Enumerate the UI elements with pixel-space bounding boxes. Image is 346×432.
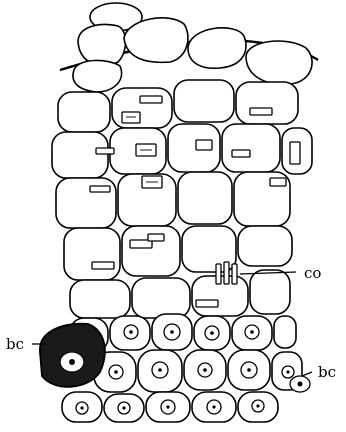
cell (238, 226, 292, 266)
bc-right-leader-line (302, 372, 312, 376)
cell (78, 25, 126, 66)
cortex-cells (52, 80, 312, 318)
epidermal-cells (73, 3, 312, 92)
cell (64, 228, 120, 280)
dark-stippled-cell (40, 324, 105, 387)
cell (70, 280, 130, 318)
cell (58, 92, 110, 132)
cell (250, 270, 290, 314)
cell (236, 82, 298, 124)
cell (112, 88, 172, 128)
label-bc-left: bc (6, 335, 24, 353)
cell (222, 124, 280, 172)
small-cell-right (290, 376, 310, 392)
label-co: co (304, 264, 321, 282)
cell (73, 60, 122, 92)
label-bc-right: bc (318, 363, 336, 381)
cell (132, 278, 190, 318)
cell (178, 172, 232, 224)
crystal-cluster-co (216, 262, 237, 284)
cell (246, 41, 312, 84)
cell (174, 80, 234, 122)
cell (52, 132, 108, 178)
cell (274, 316, 296, 348)
cell (188, 28, 246, 68)
cell (124, 18, 188, 63)
